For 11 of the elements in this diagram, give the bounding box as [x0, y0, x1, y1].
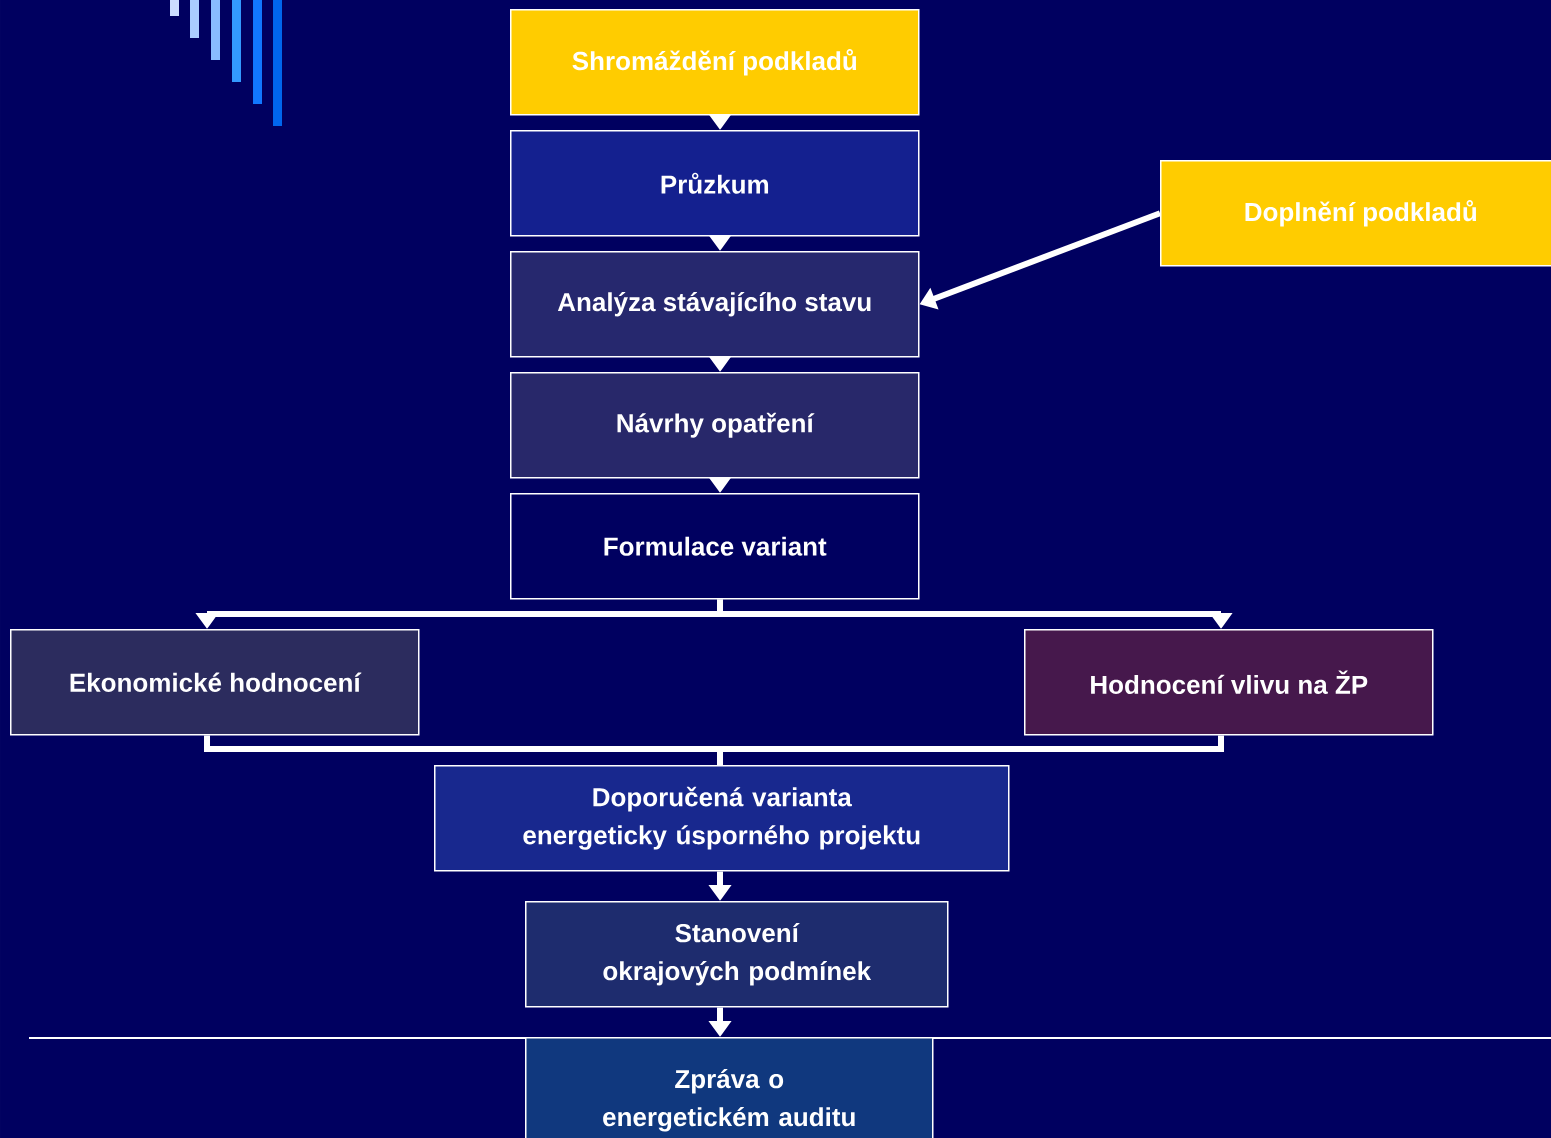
highlight-box: Shromáždění podkladů: [510, 9, 920, 116]
process-box: Formulace variant: [510, 493, 920, 600]
process-box: Ekonomické hodnocení: [10, 629, 420, 736]
process-box: Návrhy opatření: [510, 372, 920, 479]
process-box: Průzkum: [510, 130, 920, 237]
process-box: Analýza stávajícího stavu: [510, 251, 920, 358]
highlight-box: Doplnění podkladů: [1160, 160, 1551, 267]
process-box: Zpráva o energetickém auditu: [525, 1037, 934, 1138]
process-box: Doporučená varianta energeticky úsporného projektu: [434, 765, 1010, 872]
process-box: Stanovení okrajových podmínek: [525, 901, 949, 1008]
process-box: Hodnocení vlivu na ŽP: [1024, 629, 1434, 736]
